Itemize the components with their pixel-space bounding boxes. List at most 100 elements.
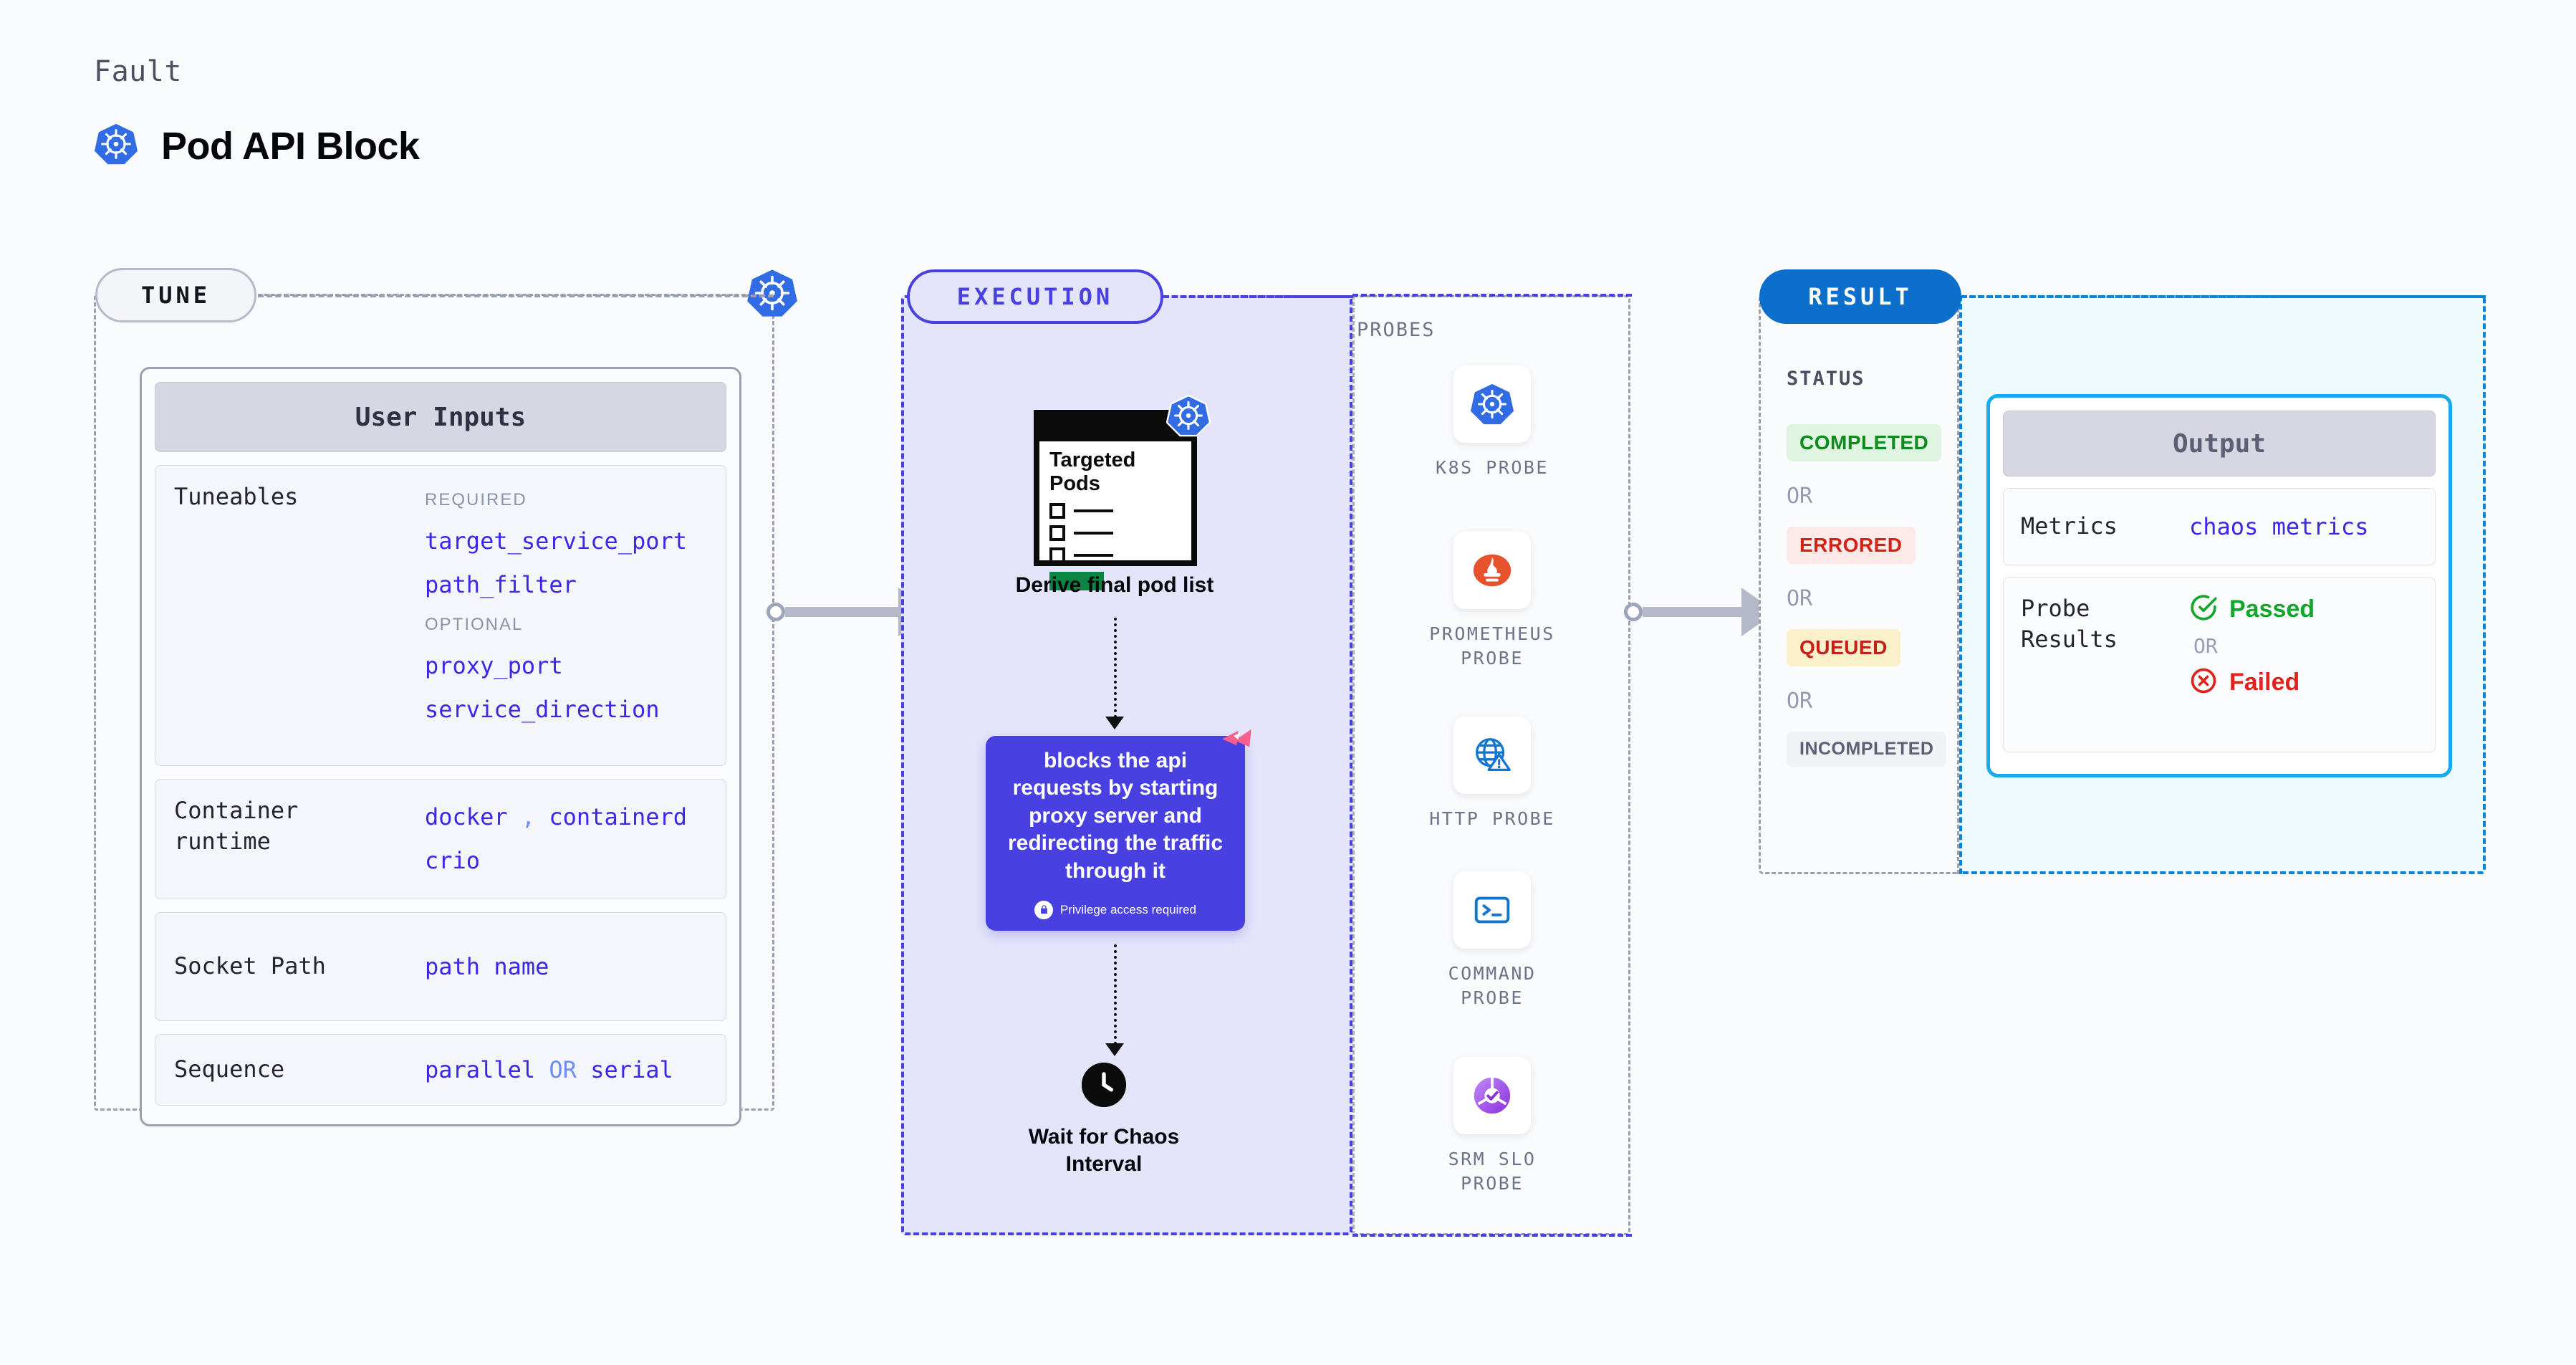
checkbox-icon: [1049, 547, 1065, 563]
probe-command[interactable]: COMMAND PROBE: [1403, 871, 1582, 1010]
execution-connector-dash: [1163, 295, 1353, 298]
status-badge-incompleted: INCOMPLETED: [1787, 732, 1947, 767]
flow-dash-1: [1114, 618, 1117, 718]
flow-dash-2: [1114, 944, 1117, 1045]
result-connector-dash: [1961, 295, 2486, 298]
privilege-note-text: Privilege access required: [1060, 902, 1196, 916]
check-circle-icon: [2189, 593, 2218, 626]
probes-bottom-border: [1352, 1234, 1632, 1237]
status-badge-completed: COMPLETED: [1787, 424, 1942, 461]
kubernetes-icon: [94, 122, 138, 170]
status-badge-queued: QUEUED: [1787, 629, 1900, 666]
probe-k8s-label: K8S PROBE: [1436, 457, 1549, 478]
tuneable-service-direction[interactable]: service_direction: [425, 695, 660, 723]
flow-arrow-2: [1105, 1043, 1124, 1056]
result-status-panel: [1759, 295, 1959, 874]
status-badge-errored: ERRORED: [1787, 527, 1916, 564]
output-card: Output Metrics chaos metrics Probe Resul…: [1986, 394, 2452, 777]
lock-icon: [1034, 900, 1054, 919]
tuneables-row: Tuneables REQUIRED target_service_port p…: [155, 465, 726, 766]
required-label: REQUIRED: [425, 490, 527, 509]
pod-card-titlebar: [1039, 416, 1191, 441]
page-header: Pod API Block: [94, 122, 420, 170]
sequence-parallel[interactable]: parallel: [425, 1055, 536, 1083]
privilege-note: Privilege access required: [1034, 900, 1196, 919]
probe-result-passed: Passed: [2189, 593, 2315, 626]
user-inputs-card: User Inputs Tuneables REQUIRED target_se…: [140, 367, 741, 1126]
checkbox-icon: [1049, 502, 1065, 519]
runtime-docker[interactable]: docker: [425, 803, 508, 830]
action-node: blocks the api requests by starting prox…: [986, 729, 1251, 931]
metrics-row: Metrics chaos metrics: [2003, 488, 2436, 565]
probe-prometheus-label: PROMETHEUS PROBE: [1429, 623, 1555, 669]
sequence-serial[interactable]: serial: [590, 1055, 673, 1083]
sequence-row: Sequence parallel OR serial: [155, 1034, 726, 1106]
status-or-2: OR: [1787, 586, 1813, 611]
checkbox-icon: [1049, 525, 1065, 541]
wait-for-chaos-label: Wait for Chaos Interval: [1028, 1125, 1180, 1177]
pod-card-title: Targeted Pods: [1049, 449, 1136, 496]
tuneables-values: REQUIRED target_service_port path_filter…: [425, 482, 687, 749]
command-terminal-icon: [1453, 871, 1531, 949]
status-title: STATUS: [1787, 368, 1865, 390]
probe-k8s[interactable]: K8S PROBE: [1403, 365, 1582, 480]
socket-path-row: Socket Path path name: [155, 912, 726, 1021]
status-or-1: OR: [1787, 484, 1813, 509]
probe-result-or: OR: [2193, 634, 2218, 658]
clock-icon: [1082, 1063, 1126, 1107]
tuneable-proxy-port[interactable]: proxy_port: [425, 652, 563, 680]
list-line: [1074, 509, 1113, 512]
pod-list-item: [1049, 547, 1181, 563]
connector-shaft: [785, 607, 900, 617]
probe-result-failed: Failed: [2189, 666, 2315, 699]
runtime-crio[interactable]: crio: [425, 846, 481, 874]
socket-path-value[interactable]: path name: [425, 952, 549, 980]
metrics-value[interactable]: chaos metrics: [2189, 513, 2369, 540]
runtime-separator: ,: [521, 803, 536, 830]
action-node-text: blocks the api requests by starting prox…: [1007, 749, 1224, 883]
litmuschaos-logo: [1216, 724, 1254, 767]
probe-http[interactable]: HTTP PROBE: [1403, 717, 1582, 831]
probes-top-border: [1352, 294, 1632, 297]
tuneable-target-service-port[interactable]: target_service_port: [425, 527, 688, 555]
prometheus-icon: [1453, 532, 1531, 609]
connector-shaft: [1643, 607, 1743, 617]
status-or-3: OR: [1787, 689, 1813, 714]
probes-title: PROBES: [1357, 319, 1436, 341]
probe-results-row: Probe Results Passed OR: [2003, 577, 2436, 752]
socket-path-label: Socket Path: [174, 952, 326, 980]
probe-results-values: Passed OR Failed: [2189, 593, 2315, 736]
failed-label: Failed: [2229, 669, 2300, 696]
derive-pod-list-label: Derive final pod list: [1015, 573, 1214, 597]
execution-stage-label: EXECUTION: [907, 269, 1163, 324]
sequence-values: parallel OR serial: [425, 1056, 673, 1083]
passed-label: Passed: [2229, 595, 2315, 623]
runtime-containerd[interactable]: containerd: [549, 803, 688, 830]
page-title: Pod API Block: [161, 124, 420, 168]
container-runtime-values: docker , containerd crio: [425, 795, 687, 883]
pod-list-item: [1049, 525, 1181, 541]
connector-start-dot: [766, 603, 785, 621]
pod-list-item: [1049, 502, 1181, 519]
list-line: [1074, 531, 1113, 535]
probe-prometheus[interactable]: PROMETHEUS PROBE: [1403, 532, 1582, 671]
sequence-label: Sequence: [174, 1055, 285, 1083]
connector-start-dot: [1624, 603, 1643, 621]
probe-command-label: COMMAND PROBE: [1448, 963, 1537, 1008]
tune-stage-label: TUNE: [95, 268, 256, 322]
tuneable-path-filter[interactable]: path_filter: [425, 570, 577, 598]
result-stage-label: RESULT: [1759, 269, 1961, 324]
optional-label: OPTIONAL: [425, 615, 524, 635]
tuneables-label: Tuneables: [174, 483, 299, 510]
targeted-pods-node: Targeted Pods: [1034, 410, 1197, 590]
probe-srm-slo-label: SRM SLO PROBE: [1448, 1149, 1537, 1194]
srm-slo-donut-icon: [1453, 1057, 1531, 1134]
probe-srm-slo[interactable]: SRM SLO PROBE: [1403, 1057, 1582, 1196]
kubernetes-icon: [1166, 393, 1211, 441]
probe-results-label: Probe Results: [2021, 595, 2118, 653]
tune-connector-dash: [258, 294, 774, 297]
green-progress-bar: [1049, 571, 1104, 590]
